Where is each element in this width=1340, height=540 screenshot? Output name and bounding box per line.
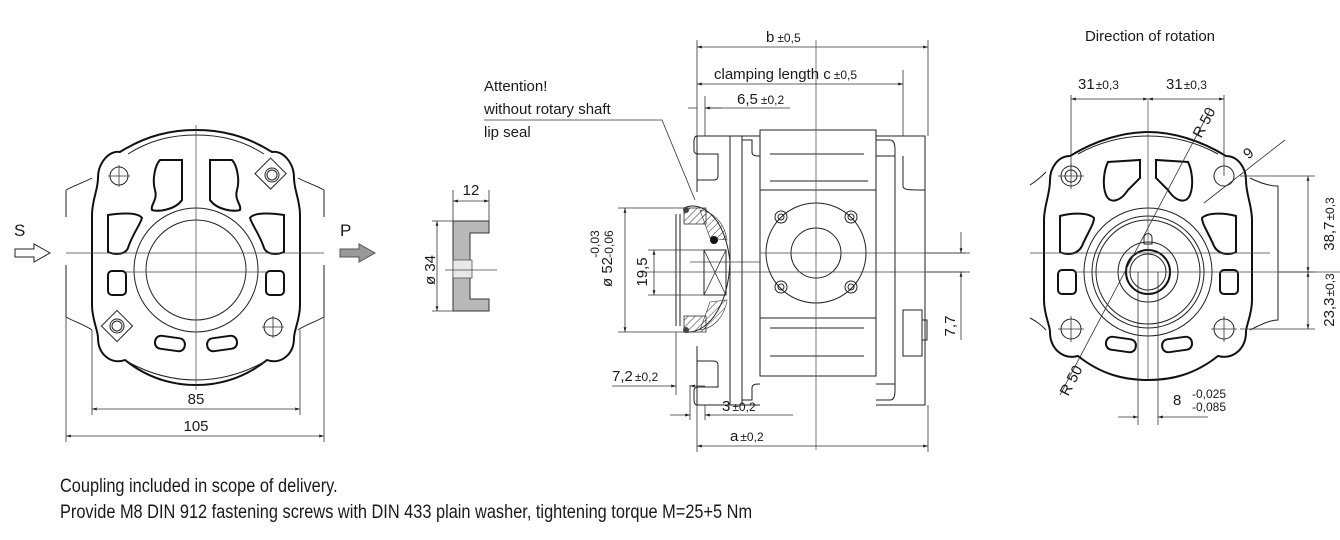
dim-clamping-length-c: clamping length c±0,5	[714, 66, 857, 83]
notes: Coupling included in scope of delivery. …	[60, 474, 752, 526]
radius-r50-bottom: R 50	[1057, 363, 1087, 399]
front-body-outline	[65, 177, 325, 331]
suction-label: S	[14, 221, 25, 240]
dim-o52-tol-lower: -0,06	[602, 230, 616, 258]
dim-a: a±0,2	[730, 428, 764, 445]
dim-105: 105	[183, 418, 208, 435]
dim-b: b±0,5	[766, 29, 801, 46]
note-coupling: Coupling included in scope of delivery.	[60, 476, 338, 497]
dim-6-5: 6,5±0,2	[737, 91, 784, 108]
dim-38-7: 38,7±0,3	[1321, 197, 1338, 251]
front-pocket	[150, 159, 183, 212]
dim-7-7: 7,7	[942, 316, 959, 337]
dim-7-2: 7,2±0,2	[612, 368, 658, 385]
front-pocket	[153, 334, 186, 353]
front-bolt-hole-bl-diamond	[100, 309, 134, 343]
front-flange-outline	[91, 128, 301, 387]
pressure-arrow-icon	[339, 243, 377, 263]
radius-r50-top: R 50	[1190, 105, 1220, 141]
dim-23-3: 23,3±0,3	[1321, 273, 1338, 327]
dim-3: 3±0,2	[722, 398, 756, 415]
front-view: S P 85 105	[14, 125, 377, 442]
dim-19-5: 19,5	[634, 257, 651, 286]
dim-12: 12	[463, 182, 480, 199]
front-pocket	[107, 212, 144, 255]
dim-8-tol-lower: -0,085	[1192, 400, 1226, 414]
suction-arrow-icon	[14, 243, 52, 263]
dim-8: 8	[1173, 392, 1181, 409]
pressure-label: P	[340, 221, 351, 240]
rear-view: Direction of rotation R 50	[1029, 28, 1340, 425]
dim-8-tol-upper: -0,025	[1192, 387, 1226, 401]
dim-o52-tol-upper: -0,03	[588, 230, 602, 258]
side-view: Attention! without rotary shaft lip seal	[483, 29, 970, 452]
front-pocket	[107, 270, 127, 296]
attention-line1: without rotary shaft	[483, 101, 612, 118]
front-bolt-hole-tr-diamond	[254, 157, 287, 190]
attention-line2: lip seal	[484, 124, 531, 141]
side-body-outline	[696, 135, 760, 406]
coupling-section	[452, 220, 490, 312]
attention-title: Attention!	[484, 78, 547, 95]
dim-o52: ø 52	[599, 257, 616, 287]
front-pocket	[265, 270, 285, 296]
front-pocket	[248, 212, 285, 255]
dim-31-left: 31±0,3	[1078, 76, 1119, 93]
dim-9: 9	[1240, 144, 1257, 162]
front-pocket	[206, 334, 239, 353]
rotation-title: Direction of rotation	[1085, 28, 1215, 45]
front-pocket	[209, 159, 242, 212]
rear-flange-outline	[1043, 130, 1253, 382]
coupling-view: 12 ø 34	[422, 182, 497, 312]
dim-31-right: 31±0,3	[1166, 76, 1207, 93]
dim-o34: ø 34	[422, 255, 439, 285]
dim-85: 85	[188, 391, 205, 408]
note-fastening: Provide M8 DIN 912 fastening screws with…	[60, 502, 753, 523]
